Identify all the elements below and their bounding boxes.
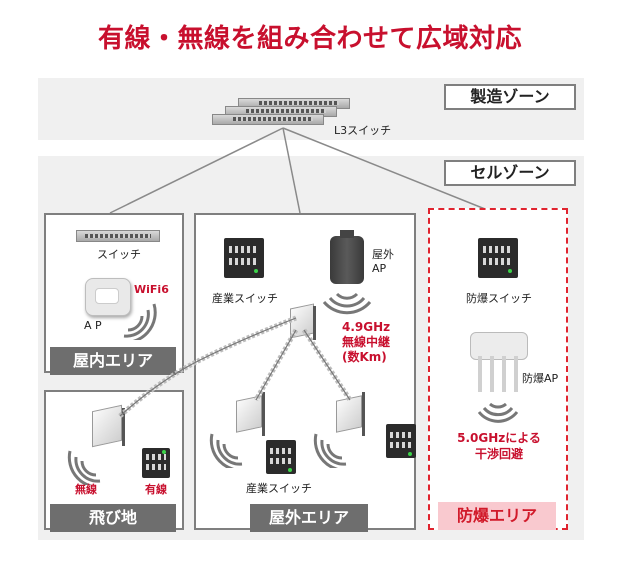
indoor-area-label: 屋内エリア xyxy=(50,347,176,375)
outdoor-ap-label: 屋外 AP xyxy=(372,248,394,275)
indoor-ap-icon xyxy=(85,278,131,316)
wifi6-label: WiFi6 xyxy=(134,283,169,296)
explosion-ap-icon xyxy=(470,332,528,394)
relay-antenna-right-icon xyxy=(336,392,368,436)
explosion-switch-label: 防爆スイッチ xyxy=(466,292,532,305)
explosion-ap-label: 防爆AP xyxy=(522,372,559,385)
l3-switch-label: L3スイッチ xyxy=(334,124,392,137)
cell-zone-label: セルゾーン xyxy=(444,160,576,186)
relay-link-left xyxy=(253,328,299,402)
explosion-ap-signal-icon xyxy=(478,402,518,423)
manufacturing-zone-label: 製造ゾーン xyxy=(444,84,576,110)
relay-link-right xyxy=(301,328,353,402)
outdoor-ap-icon xyxy=(330,230,364,284)
enclave-switch-icon xyxy=(142,448,170,478)
outdoor-switch-right-icon xyxy=(386,424,416,458)
uplink-indoor xyxy=(109,127,284,214)
indoor-ap-signal-icon xyxy=(123,303,157,340)
outdoor-switch-top-label: 産業スイッチ xyxy=(212,292,278,305)
wireless-label: 無線 xyxy=(75,483,97,496)
explosion-switch-icon xyxy=(478,238,518,278)
enclave-antenna-icon xyxy=(92,404,128,448)
l3-switch-icon xyxy=(212,98,352,128)
interference-annotation: 5.0GHzによる 干渉回避 xyxy=(457,431,541,461)
indoor-switch-label: スイッチ xyxy=(97,248,141,261)
outdoor-switch-top-icon xyxy=(224,238,264,278)
explosion-proof-area-label: 防爆エリア xyxy=(438,502,556,530)
uplink-outdoor xyxy=(282,127,301,214)
enclave-wireless-signal-icon xyxy=(67,450,101,485)
outdoor-ap-signal-icon xyxy=(322,292,372,315)
relay-annotation: 4.9GHz 無線中継 (数Km) xyxy=(342,320,391,364)
outdoor-area-label: 屋外エリア xyxy=(250,504,368,532)
outdoor-left-signal-icon xyxy=(209,433,243,468)
relay-link-enclave xyxy=(118,315,297,418)
page-title: 有線・無線を組み合わせて広域対応 xyxy=(97,24,522,54)
relay-antenna-center-icon xyxy=(290,303,318,342)
relay-antenna-left-icon xyxy=(236,392,268,436)
uplink-explosion xyxy=(282,127,496,214)
outdoor-right-signal-icon xyxy=(313,433,347,468)
indoor-switch-icon xyxy=(76,230,160,242)
indoor-ap-label: A P xyxy=(84,319,102,332)
outdoor-switch-bottom-icon xyxy=(266,440,296,474)
outdoor-switch-bottom-label: 産業スイッチ xyxy=(246,482,312,495)
enclave-area-label: 飛び地 xyxy=(50,504,176,532)
wired-label: 有線 xyxy=(145,483,167,496)
